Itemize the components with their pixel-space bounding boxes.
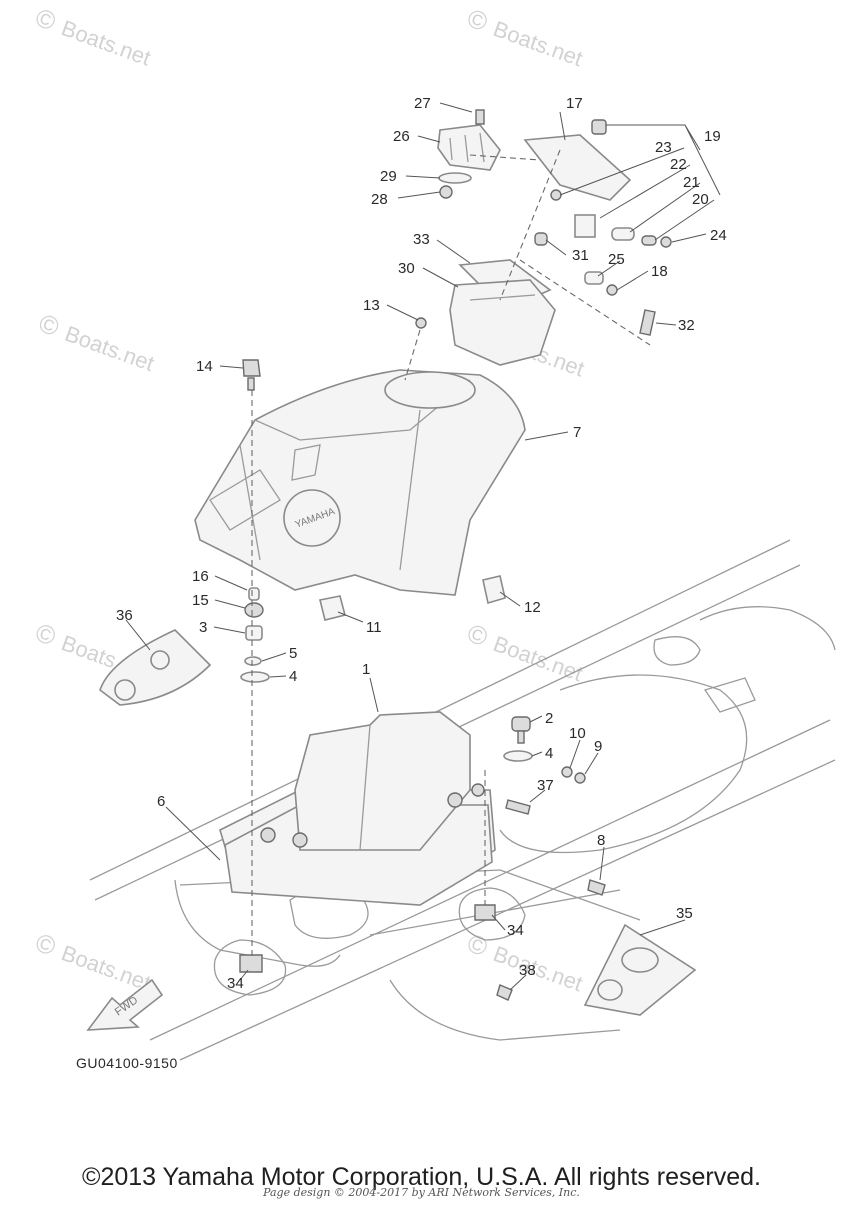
part-label-22: 22 xyxy=(670,156,687,173)
part-label-6: 6 xyxy=(157,793,165,810)
part-label-23: 23 xyxy=(655,139,672,156)
svg-text:©: © xyxy=(463,3,491,38)
part-label-8: 8 xyxy=(597,832,605,849)
part-label-18: 18 xyxy=(651,263,668,280)
part-label-16: 16 xyxy=(192,568,209,585)
part-label-21: 21 xyxy=(683,174,700,191)
watermark-text: Boats.net xyxy=(490,631,586,686)
part-label-2: 2 xyxy=(545,710,553,727)
hatch-cover: YAMAHA xyxy=(194,369,526,596)
page-design-credit: Page design © 2004-2017 by ARI Network S… xyxy=(263,1186,580,1199)
part-label-28: 28 xyxy=(371,191,388,208)
part-label-34-left: 34 xyxy=(227,975,244,992)
watermark-text: Boats.net xyxy=(58,940,154,995)
part-label-4-lower: 4 xyxy=(545,745,553,762)
part-label-7: 7 xyxy=(573,424,581,441)
part-label-36: 36 xyxy=(116,607,133,624)
watermark-text: Boats.net xyxy=(62,321,158,376)
diagram-code: GU04100-9150 xyxy=(76,1055,178,1071)
part-label-19: 19 xyxy=(704,128,721,145)
storage-tank xyxy=(219,711,496,906)
part-label-11: 11 xyxy=(366,619,382,636)
small-parts: FWD xyxy=(86,575,697,1031)
part-label-5: 5 xyxy=(289,645,297,662)
part-label-10: 10 xyxy=(569,725,586,742)
part-label-24: 24 xyxy=(710,227,727,244)
part-label-9: 9 xyxy=(594,738,602,755)
part-label-13: 13 xyxy=(363,297,380,314)
svg-text:©: © xyxy=(463,928,491,963)
part-label-30: 30 xyxy=(398,260,415,277)
part-label-35: 35 xyxy=(676,905,693,922)
part-label-17: 17 xyxy=(566,95,583,112)
part-label-26: 26 xyxy=(393,128,410,145)
part-label-29: 29 xyxy=(380,168,397,185)
part-label-14: 14 xyxy=(196,358,213,375)
leader-lines xyxy=(125,102,721,991)
part-label-38: 38 xyxy=(519,962,536,979)
svg-text:©: © xyxy=(35,308,63,343)
part-label-31: 31 xyxy=(572,247,589,264)
watermark-text: Boats.net xyxy=(58,15,154,70)
watermark-text: Boats.net xyxy=(490,16,586,71)
assembly-lines xyxy=(251,149,651,960)
part-label-25: 25 xyxy=(608,251,625,268)
svg-text:©: © xyxy=(463,618,491,653)
hatch-mechanism xyxy=(242,109,672,391)
copyright-text: ©2013 Yamaha Motor Corporation, U.S.A. A… xyxy=(82,1163,761,1191)
part-label-27: 27 xyxy=(414,95,431,112)
part-label-34: 34 xyxy=(507,922,524,939)
part-label-33: 33 xyxy=(413,231,430,248)
part-label-20: 20 xyxy=(692,191,709,208)
part-label-15: 15 xyxy=(192,592,209,609)
part-label-1: 1 xyxy=(362,661,370,678)
part-label-3: 3 xyxy=(199,619,207,636)
part-labels: 27 26 29 28 17 19 23 22 21 20 24 33 31 2… xyxy=(116,95,727,992)
part-label-4: 4 xyxy=(289,668,297,685)
svg-text:©: © xyxy=(32,2,60,37)
svg-text:©: © xyxy=(32,617,60,652)
part-label-37: 37 xyxy=(537,777,554,794)
svg-text:©: © xyxy=(32,927,60,962)
part-label-32: 32 xyxy=(678,317,695,334)
part-label-12: 12 xyxy=(524,599,541,616)
